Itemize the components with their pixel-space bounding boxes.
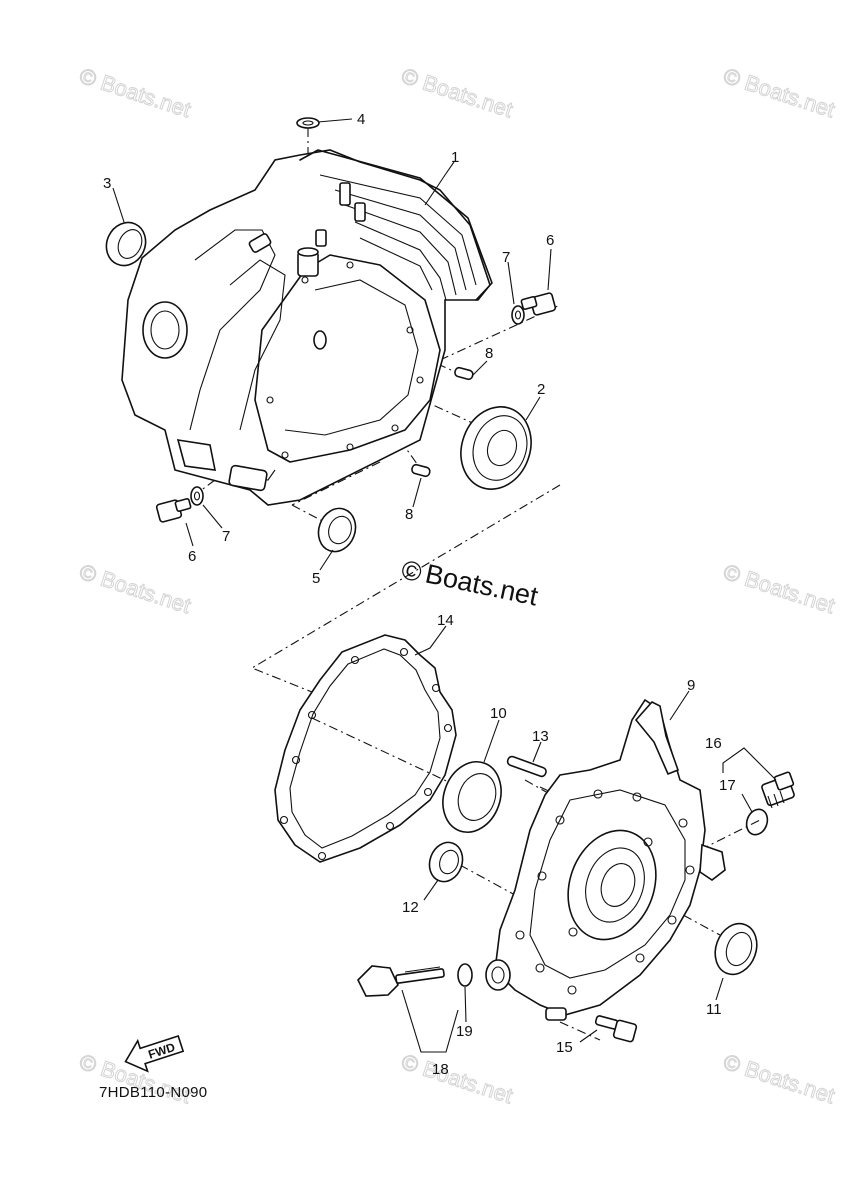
part-bearing-2 xyxy=(460,406,532,490)
callout-16: 16 xyxy=(705,735,722,752)
brand-label: © Boats.net xyxy=(399,555,541,612)
watermark: © Boats.net xyxy=(398,1049,515,1108)
callout-11: 11 xyxy=(706,1001,722,1018)
watermark: © Boats.net xyxy=(720,1049,837,1108)
callout-12: 12 xyxy=(402,899,419,916)
callout-2: 2 xyxy=(537,381,545,398)
part-pin-13 xyxy=(506,755,547,778)
leader-lines xyxy=(112,118,777,1053)
part-crankcase xyxy=(121,149,493,506)
callout-4: 4 xyxy=(357,111,365,128)
part-washer-4 xyxy=(296,117,320,129)
callout-8: 8 xyxy=(485,345,493,362)
part-bearing-12 xyxy=(428,841,464,883)
part-washer-7-lower xyxy=(190,486,204,506)
part-gasket-14 xyxy=(274,634,457,863)
part-bearing-5 xyxy=(317,507,357,553)
watermark: © Boats.net xyxy=(76,63,193,122)
callout-1: 1 xyxy=(451,149,459,166)
callout-3: 3 xyxy=(103,175,111,192)
callout-labels: 1 2 3 4 5 6 6 7 7 8 8 9 10 11 12 13 14 1… xyxy=(103,111,736,1078)
part-washer-7-upper xyxy=(511,305,525,325)
part-dowel-8-lower xyxy=(411,463,431,478)
watermark: © Boats.net xyxy=(76,559,193,618)
part-oil-seal-11 xyxy=(714,922,758,976)
part-bolt-6-lower xyxy=(155,498,192,523)
callout-7: 7 xyxy=(502,249,510,266)
callout-15: 15 xyxy=(556,1039,573,1056)
part-o-ring-19 xyxy=(457,963,473,987)
part-bolt-15 xyxy=(594,1015,638,1043)
callout-7: 7 xyxy=(222,528,230,545)
part-dipstick-18 xyxy=(357,965,445,997)
callout-6: 6 xyxy=(546,232,554,249)
brand-name: Boats.net xyxy=(423,559,541,612)
callout-19: 19 xyxy=(456,1023,473,1040)
watermark: © Boats.net xyxy=(398,63,515,122)
callout-9: 9 xyxy=(687,677,695,694)
callout-8: 8 xyxy=(405,506,413,523)
watermark: © Boats.net xyxy=(720,559,837,618)
part-o-ring-17 xyxy=(745,808,769,836)
copyright-symbol: © xyxy=(399,555,425,589)
part-plug-16 xyxy=(761,771,795,809)
part-oil-seal-3 xyxy=(105,221,147,267)
callout-6: 6 xyxy=(188,548,196,565)
callout-13: 13 xyxy=(532,728,549,745)
callout-18: 18 xyxy=(432,1061,449,1078)
fwd-arrow-icon: FWD xyxy=(124,1035,185,1073)
drawing-code: 7HDB110-N090 xyxy=(99,1084,207,1101)
callout-5: 5 xyxy=(312,570,320,587)
callout-17: 17 xyxy=(719,777,736,794)
part-dowel-8-upper xyxy=(454,366,474,381)
watermark: © Boats.net xyxy=(720,63,837,122)
callout-10: 10 xyxy=(490,705,507,722)
part-bolt-6-upper xyxy=(520,292,557,316)
part-oil-seal-10 xyxy=(442,761,502,833)
part-crankcase-cover-9 xyxy=(485,698,726,1021)
callout-14: 14 xyxy=(437,612,454,629)
